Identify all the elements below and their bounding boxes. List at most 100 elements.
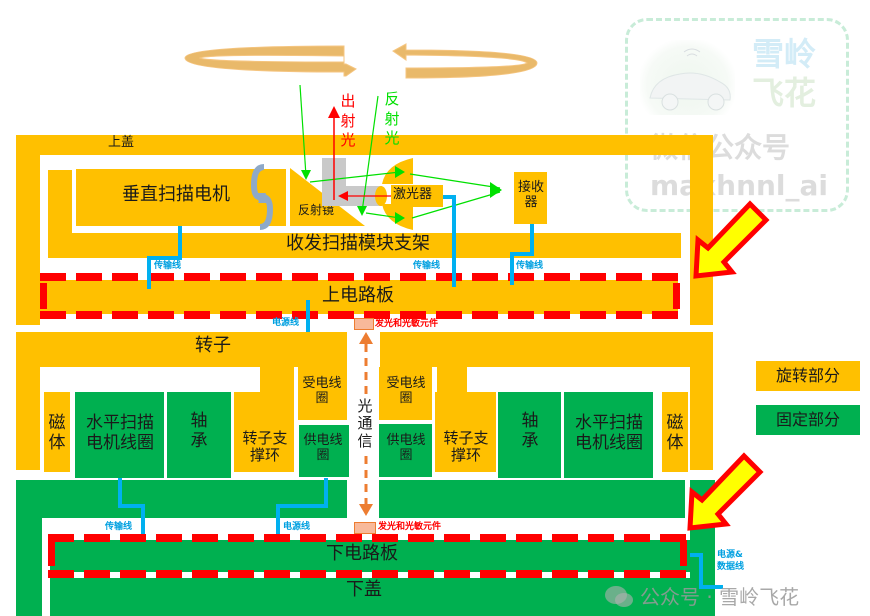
cable-motor-v: [178, 226, 182, 258]
horizontal-motor-coil-left-label: 水平扫描电机线圈: [86, 413, 154, 453]
rotor-left-wall: [16, 332, 40, 470]
optical-element-bottom: [354, 522, 376, 534]
rotation-arrow-icon: [250, 164, 274, 230]
lower-pcb-dash-right: [680, 540, 687, 574]
optical-communication-arrow: [359, 332, 373, 516]
legend-rotating: 旋转部分: [756, 361, 860, 391]
reflected-light-in-ray: [299, 84, 307, 177]
upper-pcb-label: 上电路板: [322, 285, 394, 306]
cable-receiver-v: [530, 224, 534, 254]
watermark-brand-line1: 雪岭: [752, 35, 817, 73]
receiving-coil-left: [298, 367, 347, 420]
supply-coil-right-label: 供电线圈: [386, 433, 426, 463]
receiving-coil-right: [379, 367, 432, 420]
power-data-cable-2: [699, 553, 703, 587]
stator-right: [379, 480, 685, 518]
power-data-cable-1: [690, 553, 702, 557]
bearing-left: [167, 392, 231, 478]
cable-motor-h: [147, 256, 182, 260]
supply-coil-left: [299, 425, 349, 477]
supply-coil-right: [379, 424, 432, 477]
power-cable-label-top: 电源线: [272, 318, 300, 328]
upper-cover-label: 上盖: [108, 135, 135, 150]
receiver: [514, 172, 547, 224]
watermark-car-icon: [640, 40, 735, 115]
lower-cover-label: 下盖: [346, 579, 382, 600]
optical-element-top: [354, 318, 374, 330]
receiver-label: 接收器: [517, 180, 544, 210]
transmission-cable-lower-1: [118, 478, 122, 506]
lower-pcb-dash-left: [48, 540, 55, 574]
rotor-label: 转子: [195, 335, 231, 356]
mirror-label: 反射镜: [298, 203, 335, 217]
cable-receiver-drop: [510, 252, 514, 285]
bearing-right-label: 轴承: [521, 411, 539, 451]
upper-pcb-dash-top: [40, 273, 680, 281]
horizontal-motor-coil-left: [75, 392, 164, 478]
power-data-cable-3: [699, 585, 723, 589]
cable-motor-drop: [147, 256, 151, 289]
emitted-light-label: 出射光: [340, 92, 356, 149]
watermark-frame: [625, 18, 849, 212]
callout-arrow-upper-icon: [693, 200, 770, 279]
vertical-scan-motor-label: 垂直扫描电机: [122, 184, 230, 205]
rotor-support-ring-left-label: 转子支撑环: [242, 429, 288, 465]
transmission-cable-label-1: 传输线: [154, 261, 182, 271]
watermark-account-id: maxhnnl_ai: [650, 169, 829, 202]
power-cable-lower-2: [276, 504, 328, 508]
rotation-ring-arrows-icon: [184, 43, 538, 79]
rotor-right-wall: [690, 332, 713, 470]
upper-cover-left-wall: [16, 135, 40, 325]
bearing-left-label: 轴承: [190, 411, 208, 451]
rotor-right: [380, 332, 713, 367]
vertical-scan-motor: [76, 169, 286, 226]
upper-pcb-dash-bottom: [40, 311, 680, 319]
legend-fixed: 固定部分: [756, 405, 860, 435]
transmission-cable-lower-label: 传输线: [105, 522, 133, 532]
laser-emitter: [391, 185, 443, 207]
upper-cover: [16, 135, 713, 155]
transmission-cable-label-2: 传输线: [413, 261, 441, 271]
optical-comm-label: 光通信: [356, 397, 374, 450]
transceiver-bracket-label: 收发扫描模块支架: [286, 233, 430, 254]
power-cable-lower-1: [324, 478, 328, 506]
callout-arrow-lower-icon: [687, 452, 764, 531]
upper-pcb: [40, 280, 678, 314]
power-cable-lower-label: 电源线: [283, 522, 311, 532]
power-cable-lower-3: [276, 504, 280, 534]
watermark-brand-line2: 飞花: [752, 74, 817, 112]
stator-left-wall: [16, 480, 42, 616]
reflected-light-label: 反射光: [384, 90, 400, 147]
power-data-cable-label: 电源&数据线: [717, 550, 745, 572]
cable-receiver-h: [510, 252, 534, 256]
cable-laser-v: [452, 195, 456, 287]
rotor-left: [16, 332, 347, 367]
rotor-support-ring-right-label: 转子支撑环: [443, 429, 489, 465]
power-cable-top-1: [306, 300, 310, 336]
magnet-right: [662, 392, 688, 472]
stator-left: [16, 480, 347, 518]
magnet-left-label: 磁体: [48, 413, 66, 453]
supply-coil-left-label: 供电线圈: [303, 433, 343, 463]
transmission-cable-lower-2: [118, 504, 144, 508]
receiving-coil-left-label: 受电线圈: [302, 376, 342, 406]
reflected-light-ray: [361, 95, 379, 213]
bearing-right: [498, 392, 561, 478]
upper-pcb-dash-left: [40, 283, 47, 313]
magnet-left: [44, 392, 70, 472]
rotor-support-ring-left: [234, 392, 294, 472]
horizontal-motor-coil-right-label: 水平扫描电机线圈: [575, 413, 643, 453]
lower-pcb-dash-top: [48, 534, 688, 542]
cable-laser-h: [443, 195, 456, 199]
lower-cover: [50, 578, 690, 616]
footer-watermark: 公众号 · 雪岭飞花: [640, 585, 800, 609]
transmission-cable-lower-3: [141, 504, 145, 534]
optical-element-bottom-label: 发光和光敏元件: [378, 522, 442, 532]
receiving-coil-right-label: 受电线圈: [386, 376, 426, 406]
magnet-right-label: 磁体: [666, 413, 684, 453]
optical-element-top-label: 发光和光敏元件: [375, 319, 439, 329]
lower-pcb-dash-bottom: [48, 570, 688, 578]
horizontal-motor-coil-right: [564, 392, 653, 478]
laser-label: 激光器: [393, 187, 433, 202]
